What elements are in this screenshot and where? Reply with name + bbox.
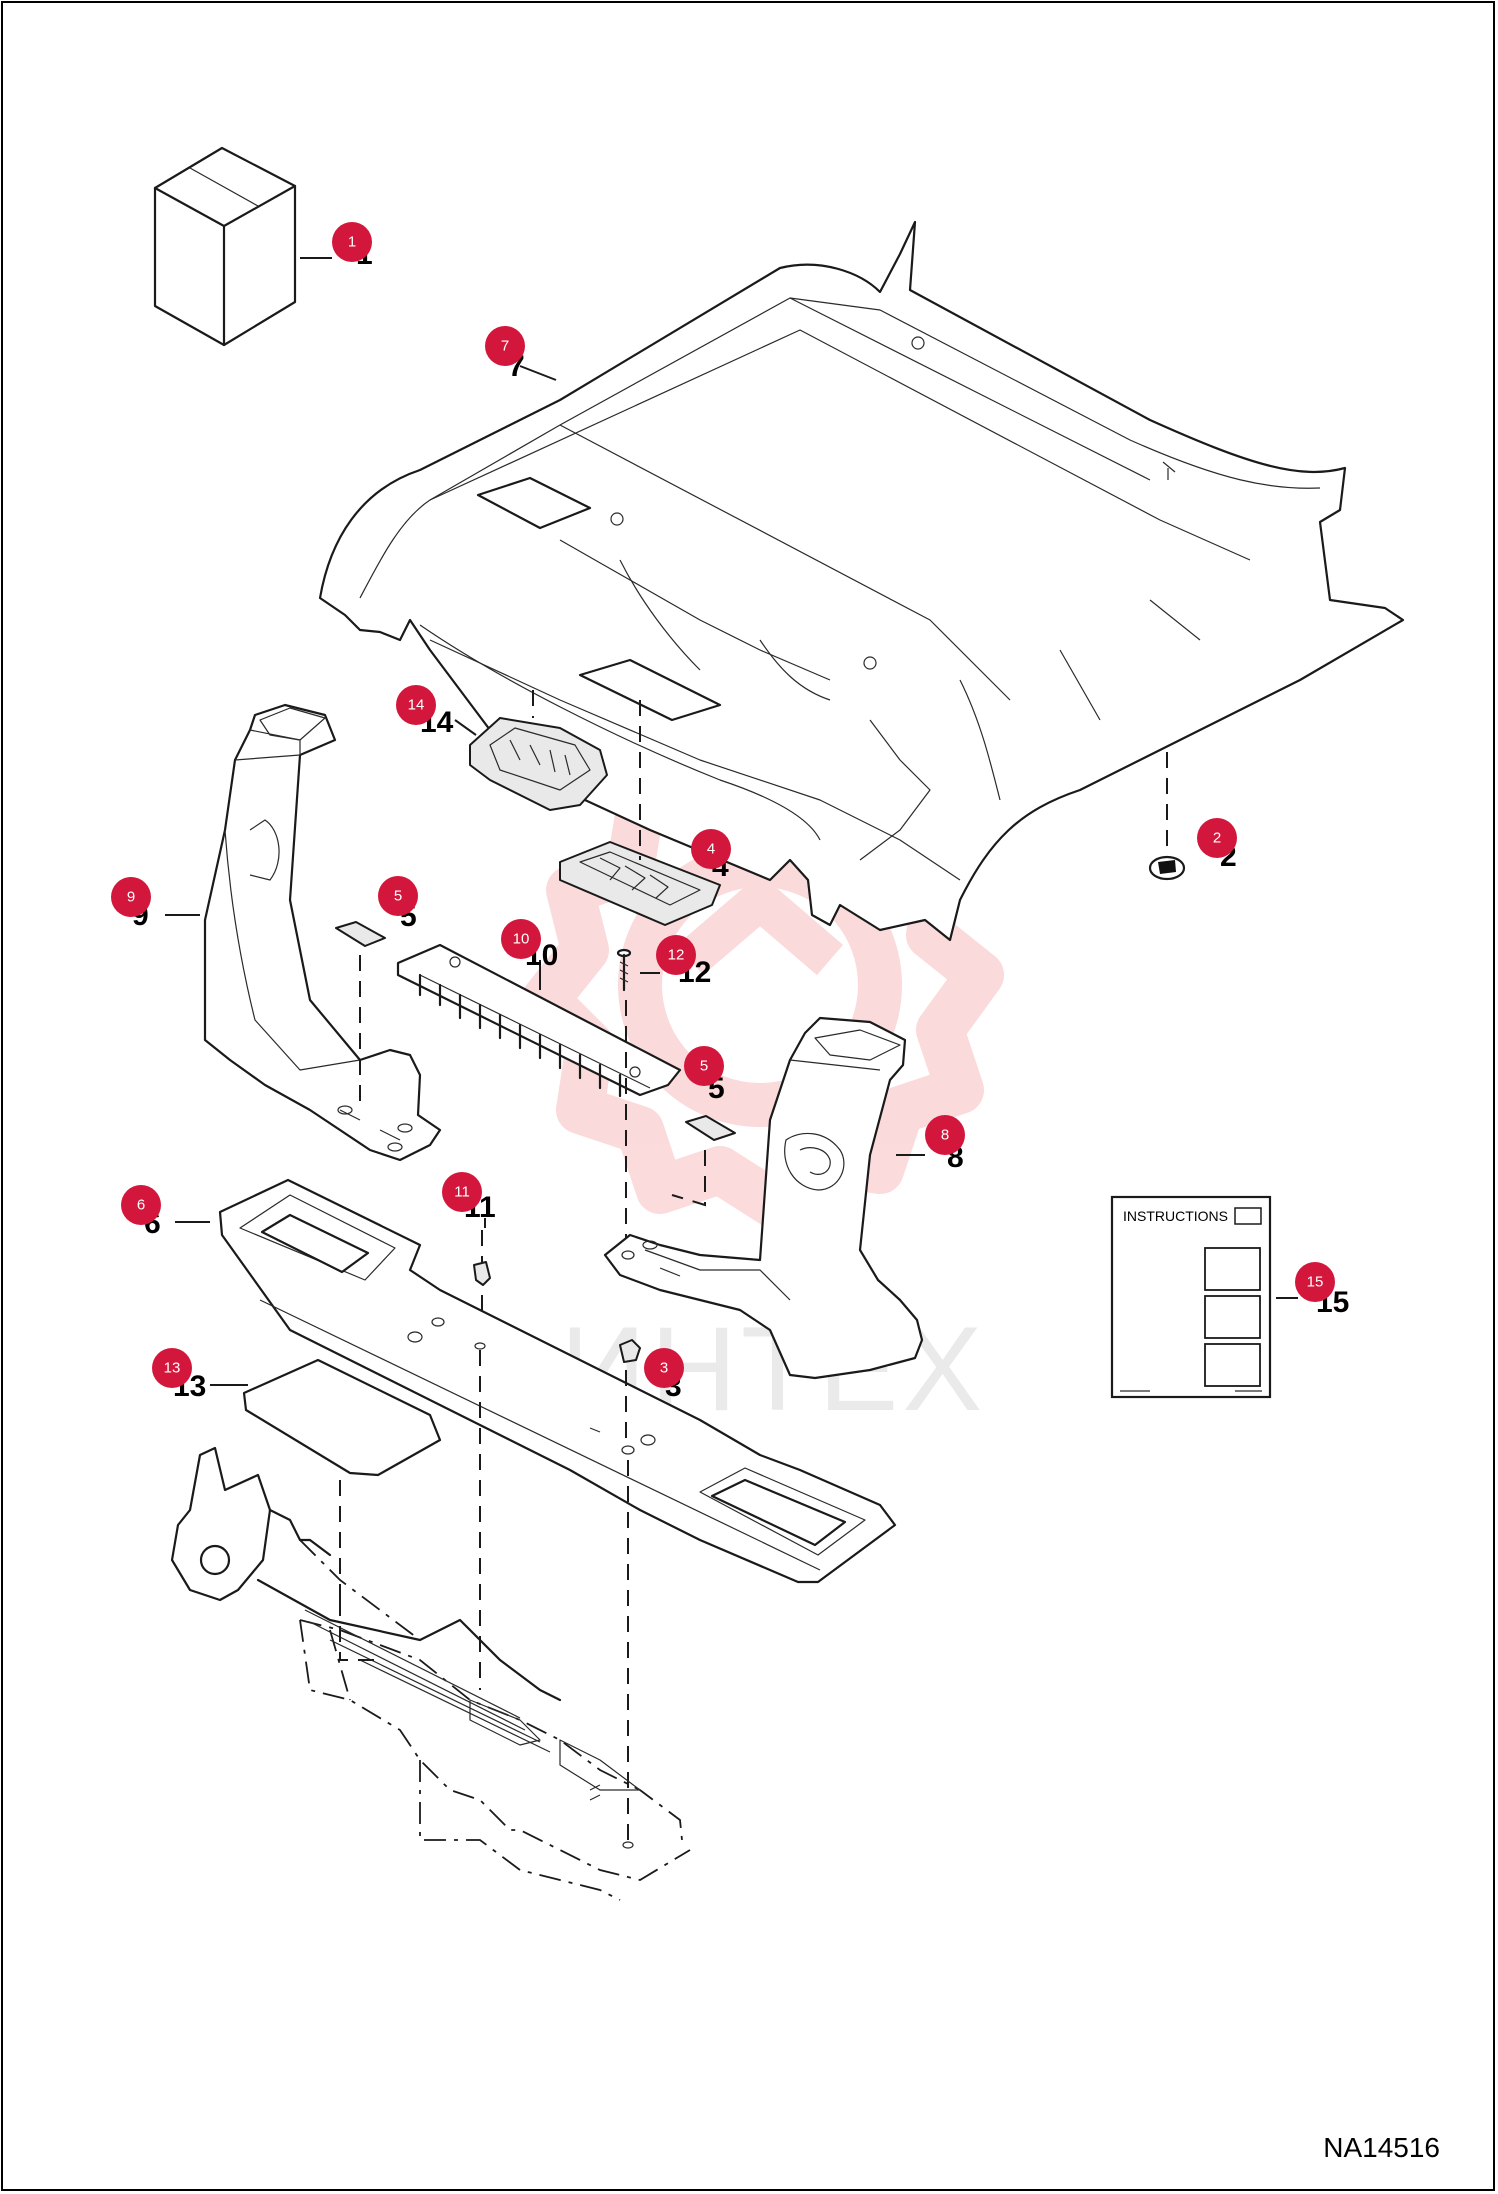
part-9-left-pillar-trim: [203, 703, 442, 1162]
vehicle-floor-phantom: [170, 1446, 691, 1901]
callout-5b-badge: 5: [684, 1046, 724, 1086]
part-15-instructions: INSTRUCTIONS: [1110, 1195, 1272, 1399]
part-3-nut: [619, 1339, 641, 1840]
callout-badges: 1 2 3 4 5 5 6 7 8 9 10 11 12 13 14 15: [111, 222, 1335, 1388]
part-7-headliner: [318, 220, 1405, 942]
svg-text:3: 3: [660, 1360, 668, 1377]
svg-text:11: 11: [454, 1184, 470, 1201]
callout-10-badge: 10: [501, 919, 541, 959]
callout-1-badge: 1: [332, 222, 372, 262]
part-14-dome-light: [469, 690, 608, 811]
callout-3-badge: 3: [644, 1348, 684, 1388]
svg-text:4: 4: [707, 841, 715, 858]
svg-text:2: 2: [1213, 830, 1221, 847]
callout-2-badge: 2: [1197, 818, 1237, 858]
part-1-kit-box: [153, 146, 297, 347]
svg-text:15: 15: [1307, 1274, 1324, 1291]
svg-text:9: 9: [127, 889, 135, 906]
drawing-id: NA14516: [1323, 2132, 1440, 2163]
part-5-right-clip: [671, 1115, 736, 1207]
part-2-fastener: [1148, 752, 1186, 881]
svg-text:10: 10: [513, 931, 530, 948]
svg-text:6: 6: [137, 1197, 145, 1214]
part-13-mat: [242, 1358, 442, 1600]
callout-4-badge: 4: [691, 829, 731, 869]
part-5-left-clip: [335, 921, 386, 1110]
callout-14-badge: 14: [396, 685, 436, 725]
part-8-right-pillar-trim: [603, 1016, 924, 1380]
svg-text:7: 7: [501, 338, 509, 355]
callout-13-badge: 13: [152, 1348, 192, 1388]
callout-11-badge: 11: [442, 1172, 482, 1212]
part-6-step-plate: [218, 1178, 897, 1584]
part-4-vent-grille: [559, 700, 721, 926]
svg-text:13: 13: [164, 1360, 181, 1377]
callout-9-badge: 9: [111, 877, 151, 917]
callout-5a-badge: 5: [378, 876, 418, 916]
svg-text:12: 12: [668, 947, 685, 964]
callout-15-badge: 15: [1295, 1262, 1335, 1302]
part-10-vent-duct: [396, 943, 682, 1098]
svg-text:1: 1: [348, 234, 356, 251]
callout-12-badge: 12: [656, 935, 696, 975]
callout-8-badge: 8: [925, 1115, 965, 1155]
callout-6-badge: 6: [121, 1185, 161, 1225]
svg-text:5: 5: [394, 888, 402, 905]
callout-7-badge: 7: [485, 326, 525, 366]
svg-text:14: 14: [408, 697, 425, 714]
part-11-push-clip: [473, 1230, 491, 1690]
svg-text:8: 8: [941, 1127, 949, 1144]
leader-lines: [165, 257, 1298, 1386]
part-12-screw: [616, 948, 632, 1240]
svg-text:5: 5: [700, 1058, 708, 1075]
instructions-label: INSTRUCTIONS: [1123, 1208, 1228, 1224]
